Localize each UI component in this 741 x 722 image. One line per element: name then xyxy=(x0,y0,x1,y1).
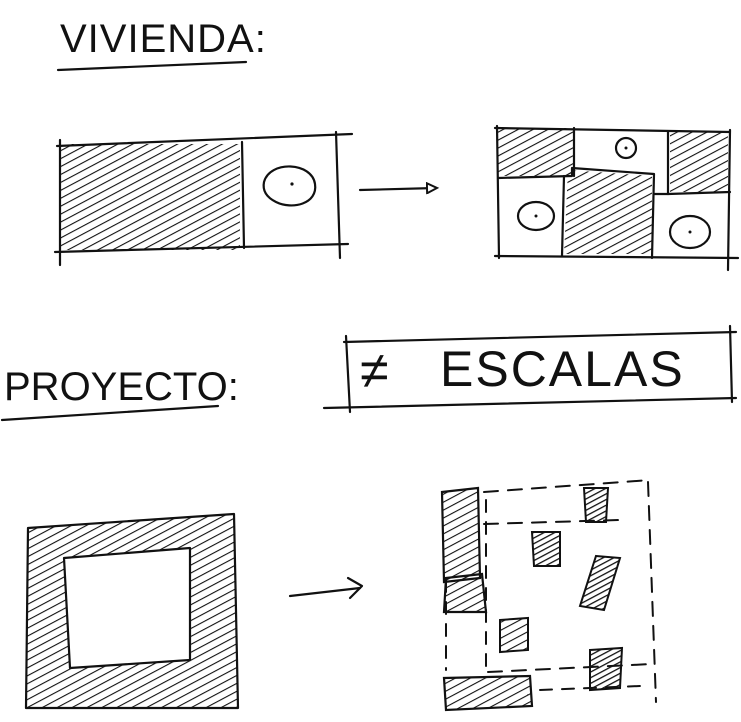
vivienda-underline xyxy=(56,60,248,72)
grid-circle-3-dot xyxy=(688,230,692,234)
proyecto-heading: PROYECTO: xyxy=(0,365,239,422)
vivienda-label: VIVIENDA: xyxy=(60,17,267,61)
ring-outer-border xyxy=(24,512,240,710)
grid-circle-2-dot xyxy=(534,214,538,218)
grid-circle-1-dot xyxy=(624,146,628,150)
vivienda-heading: VIVIENDA: xyxy=(56,17,267,72)
grid-bottom-line xyxy=(493,254,740,260)
ring-inner-border xyxy=(62,546,192,670)
scales-dashed-bottom xyxy=(487,663,653,673)
arrow-right-icon-2 xyxy=(288,586,362,598)
ring-hatched-area xyxy=(26,514,238,708)
escalas-left-line xyxy=(344,334,352,414)
proyecto-label: PROYECTO: xyxy=(4,365,239,409)
scales-dashed-right xyxy=(647,481,657,703)
escalas-right-line xyxy=(728,324,734,404)
grid-diagram xyxy=(493,124,740,272)
grid-hatch-3 xyxy=(670,132,728,192)
house-courtyard-dot xyxy=(290,182,294,186)
scale-block-7 xyxy=(589,646,624,692)
escalas-symbol: ≠ xyxy=(360,342,389,400)
arrow-head-icon-2 xyxy=(346,576,364,600)
house-bottom-line xyxy=(53,242,350,254)
house-divider xyxy=(240,140,246,250)
proyecto-underline xyxy=(0,404,220,422)
grid-middle-line xyxy=(496,166,656,260)
grid-left-line xyxy=(495,124,501,260)
escalas-bottom-line xyxy=(322,396,738,410)
scale-block-6 xyxy=(499,616,529,654)
scales-diagram xyxy=(440,479,657,712)
grid-hatch-2 xyxy=(564,170,652,254)
scale-block-3 xyxy=(582,487,610,523)
arrow-right-icon xyxy=(358,188,436,190)
scale-block-5 xyxy=(578,554,622,612)
grid-circle-2 xyxy=(516,200,556,232)
grid-right-line xyxy=(726,128,732,272)
house-right-line xyxy=(334,130,342,260)
scales-dashed-top xyxy=(483,479,651,493)
grid-divider-2 xyxy=(560,174,566,258)
scale-block-8 xyxy=(442,674,534,712)
grid-hatch-1 xyxy=(498,128,574,176)
grid-circle-1 xyxy=(614,136,638,160)
grid-top-line xyxy=(493,126,732,134)
escalas-box: ≠ ESCALAS xyxy=(322,324,738,414)
house-diagram xyxy=(53,130,354,267)
house-courtyard-blob xyxy=(262,165,317,207)
scale-block-4 xyxy=(530,531,561,567)
house-top-line xyxy=(55,132,354,148)
scale-block-2 xyxy=(442,572,488,614)
ring-diagram xyxy=(24,512,240,710)
escalas-word: ESCALAS xyxy=(440,341,685,397)
escalas-top-line xyxy=(342,330,738,344)
scale-block-1 xyxy=(440,486,482,584)
house-hatched-area xyxy=(60,144,240,250)
grid-circle-3 xyxy=(668,214,712,250)
